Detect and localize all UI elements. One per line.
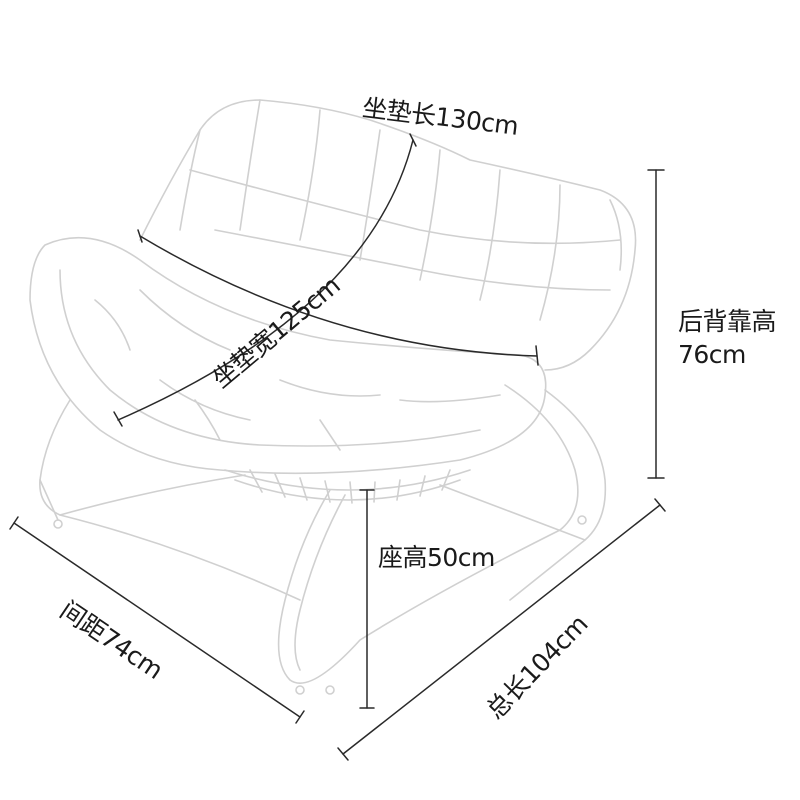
woven-base — [224, 469, 471, 504]
seat-height-dimension-line — [359, 489, 375, 709]
rocking-frame — [39, 384, 607, 684]
spacing-dimension-line — [9, 516, 305, 724]
total-length-dimension-line — [337, 498, 666, 761]
seat-width-dimension-line — [137, 229, 539, 366]
backrest-height-dimension-line — [647, 169, 665, 479]
frame-feet — [53, 515, 587, 695]
backrest-height-label: 后背靠高 — [678, 307, 777, 336]
backrest — [139, 99, 637, 371]
seat-length-dimension-line — [113, 133, 417, 427]
backrest-height-value: 76cm — [678, 340, 746, 369]
seat-height-label: 座高50cm — [378, 543, 495, 572]
seat-cushion — [29, 236, 547, 475]
